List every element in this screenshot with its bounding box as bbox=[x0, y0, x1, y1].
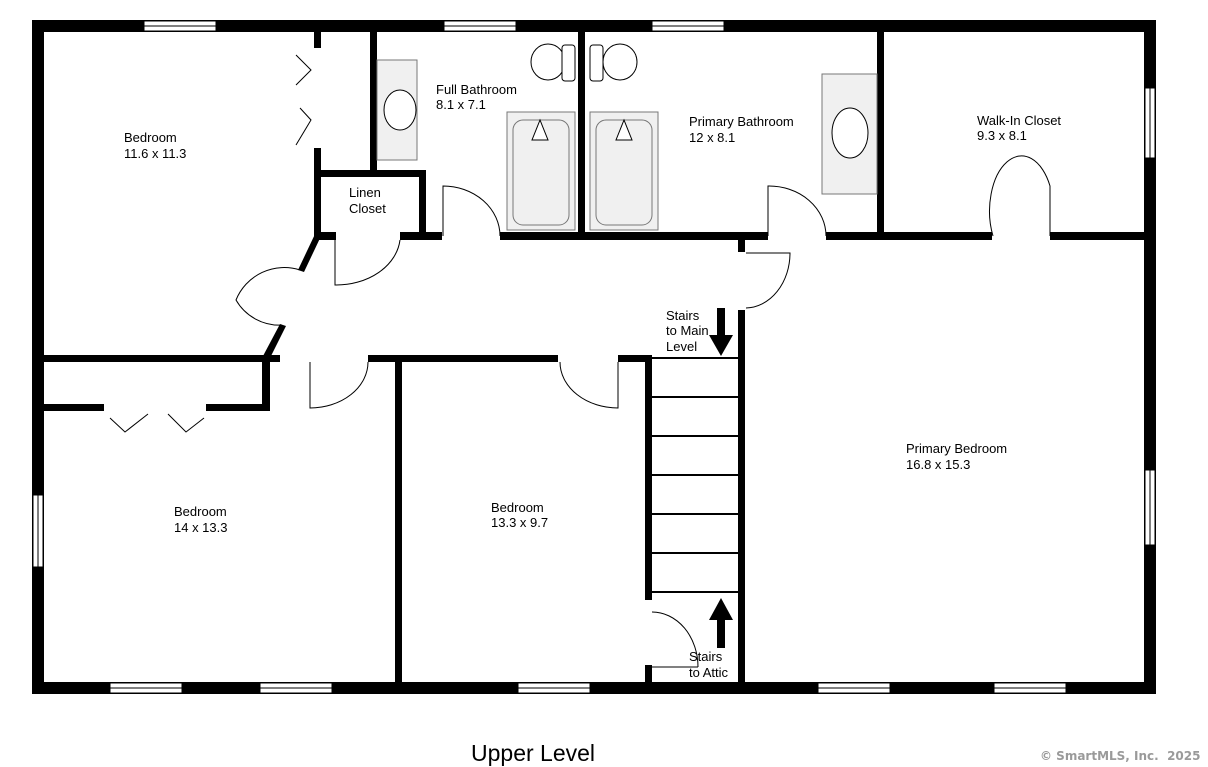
copyright: © SmartMLS, Inc. 2025 bbox=[1040, 749, 1200, 763]
toilet bbox=[530, 43, 566, 81]
room-name: Primary Bedroom bbox=[906, 441, 1007, 456]
room-name: Primary Bathroom bbox=[689, 114, 794, 129]
room-dims: 13.3 x 9.7 bbox=[491, 515, 548, 530]
room-dims: 9.3 x 8.1 bbox=[977, 128, 1027, 143]
stairs-main-label: Level bbox=[666, 339, 697, 354]
room-name: Bedroom bbox=[124, 130, 177, 145]
room-name: Bedroom bbox=[174, 504, 227, 519]
linen-label: Closet bbox=[349, 201, 386, 216]
linen-label: Linen bbox=[349, 185, 381, 200]
room-name: Bedroom bbox=[491, 500, 544, 515]
windows bbox=[32, 20, 1156, 694]
room-name: Walk-In Closet bbox=[977, 113, 1061, 128]
stairs-main-label: Stairs bbox=[666, 308, 700, 323]
stairs bbox=[652, 357, 738, 593]
room-dims: 8.1 x 7.1 bbox=[436, 97, 486, 112]
room-labels: Bedroom 11.6 x 11.3 Full Bathroom 8.1 x … bbox=[124, 82, 1061, 680]
doors bbox=[109, 54, 1051, 668]
arrow-up-icon bbox=[709, 598, 733, 648]
room-dims: 12 x 8.1 bbox=[689, 130, 735, 145]
room-dims: 11.6 x 11.3 bbox=[124, 146, 186, 161]
stairs-attic-label: to Attic bbox=[689, 665, 729, 680]
arrow-down-icon bbox=[709, 308, 733, 356]
fixtures bbox=[376, 43, 878, 231]
plan-title: Upper Level bbox=[471, 740, 595, 766]
room-name: Full Bathroom bbox=[436, 82, 517, 97]
room-dims: 16.8 x 15.3 bbox=[906, 457, 970, 472]
toilet bbox=[602, 43, 638, 81]
stairs-attic-label: Stairs bbox=[689, 649, 723, 664]
room-dims: 14 x 13.3 bbox=[174, 520, 228, 535]
stairs-main-label: to Main bbox=[666, 323, 709, 338]
